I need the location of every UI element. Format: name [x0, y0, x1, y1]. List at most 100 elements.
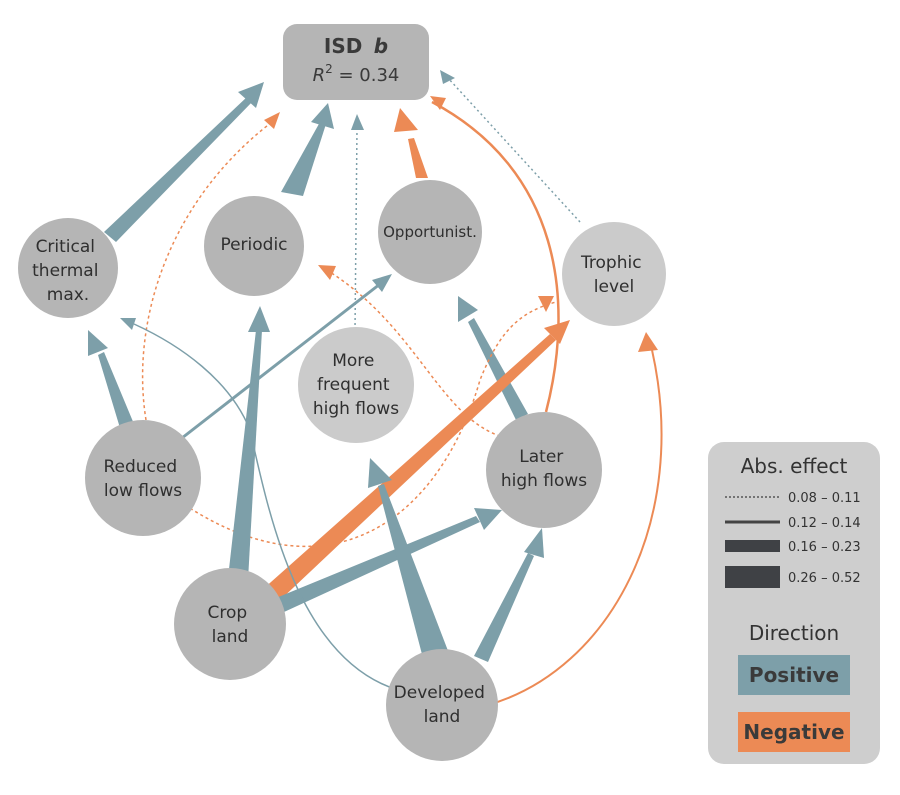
nodes-layer: ISD b R2 = 0.34 Critical thermal max. Pe… [18, 24, 666, 761]
node-opportunist: Opportunist. [378, 180, 482, 284]
isd-r2-text: R2 = 0.34 [313, 62, 400, 86]
legend-effect-item-2: 0.12 – 0.14 [788, 516, 861, 531]
edge-reduced-low-to-critical [98, 352, 134, 428]
arrowhead-later-high-to-trophic [538, 296, 554, 312]
periodic-line-1: Periodic [220, 235, 287, 255]
arrowhead-more-frequent-to-isd [351, 114, 364, 130]
legend-effect-item-4: 0.26 – 0.52 [788, 571, 861, 586]
node-opportunist-label: Opportunist. [383, 223, 477, 241]
arrowhead-reduced-low-to-isd [264, 112, 280, 129]
crop-line-2: land [212, 627, 249, 647]
isd-response-box: ISD b R2 = 0.34 [283, 24, 429, 100]
edge-developed-to-trophic [487, 349, 663, 706]
legend-direction-title: Direction [749, 621, 839, 645]
node-later-high-circle [486, 412, 602, 528]
later-high-line-1: Later [519, 447, 563, 467]
node-developed-label: Developed land [394, 683, 491, 727]
isd-title: ISD b [324, 34, 388, 58]
edge-more-frequent-to-isd [354, 127, 358, 331]
legend-effect-item-1: 0.08 – 0.11 [788, 491, 861, 506]
node-later-high-flows: Later high flows [486, 412, 602, 528]
crop-line-1: Crop [207, 603, 247, 623]
edge-later-high-to-isd [431, 100, 560, 413]
legend-effect-item-3: 0.16 – 0.23 [788, 540, 861, 555]
node-trophic-level: Trophic level [562, 222, 666, 326]
arrowhead-crop-to-trophic [544, 320, 570, 344]
edge-later-high-to-opportunist [468, 318, 528, 420]
legend-negative-label: Negative [743, 720, 844, 744]
edge-reduced-low-to-trophic [184, 301, 557, 547]
node-crop-circle [174, 568, 286, 680]
node-reduced-low-flows: Reduced low flows [85, 420, 201, 536]
arrowhead-developed-to-later-high [524, 528, 544, 558]
node-more-frequent-circle [298, 327, 414, 443]
more-frequent-line-1: More [332, 351, 374, 371]
node-periodic-label: Periodic [220, 235, 287, 255]
arrowhead-later-high-to-isd [430, 96, 446, 110]
more-frequent-line-2: frequent [317, 375, 390, 395]
critical-line-3: max. [47, 285, 89, 305]
arrowhead-reduced-low-to-opportunist [372, 274, 392, 292]
edge-reduced-low-to-opportunist [181, 282, 381, 440]
node-reduced-low-label: Reduced low flows [103, 457, 182, 501]
node-reduced-low-circle [85, 420, 201, 536]
legend-panel: Abs. effect 0.08 – 0.11 0.12 – 0.14 0.16… [708, 442, 880, 764]
edge-developed-to-later-high [474, 553, 534, 662]
arrowhead-trophic-to-isd [440, 70, 455, 84]
node-developed-circle [386, 649, 498, 761]
node-later-high-label: Later high flows [501, 447, 587, 491]
edge-reduced-low-to-isd [141, 121, 273, 421]
arrowhead-critical-to-isd [238, 82, 264, 108]
legend-bar-medium [725, 540, 780, 552]
edge-crop-to-periodic [228, 330, 262, 580]
edge-later-high-to-periodic [329, 271, 507, 439]
arrowhead-reduced-low-to-critical [88, 330, 108, 356]
node-more-frequent-label: More frequent high flows [313, 351, 399, 419]
node-trophic-circle [562, 222, 666, 326]
legend-positive-label: Positive [749, 663, 839, 687]
arrowhead-periodic-to-isd [311, 103, 334, 129]
trophic-line-2: level [594, 277, 634, 297]
node-developed-land: Developed land [386, 649, 498, 761]
node-more-frequent-high-flows: More frequent high flows [298, 327, 414, 443]
opportunist-line-1: Opportunist. [383, 223, 477, 241]
legend-effect-title: Abs. effect [741, 454, 848, 478]
edge-developed-to-more-frequent [378, 484, 450, 662]
legend-negative-swatch [738, 712, 850, 752]
critical-line-2: thermal [32, 261, 98, 281]
arrowhead-developed-to-trophic [638, 332, 658, 352]
arrowhead-opportunist-to-isd [394, 108, 418, 132]
node-critical-label: Critical thermal max. [32, 237, 104, 305]
edge-opportunist-to-isd [408, 138, 428, 178]
node-critical-thermal-max: Critical thermal max. [18, 218, 118, 318]
node-periodic-circle [204, 196, 304, 296]
arrowhead-later-high-to-periodic [318, 265, 336, 280]
isd-box-shape [283, 24, 429, 100]
r2-power: 2 [325, 62, 333, 76]
later-high-line-2: high flows [501, 471, 587, 491]
node-opportunist-circle [378, 180, 482, 284]
node-crop-land: Crop land [174, 568, 286, 680]
isd-title-italic: b [374, 34, 388, 58]
edge-critical-to-isd [104, 96, 254, 242]
developed-line-1: Developed [394, 683, 485, 703]
r2-value: = 0.34 [333, 65, 400, 86]
node-crop-label: Crop land [207, 603, 252, 647]
r2-symbol: R [313, 65, 326, 86]
node-trophic-label: Trophic level [580, 253, 647, 297]
arrowhead-later-high-to-opportunist [458, 296, 478, 322]
arrowhead-crop-to-periodic [248, 306, 270, 332]
trophic-line-1: Trophic [580, 253, 642, 273]
edge-developed-to-critical [133, 323, 399, 691]
edge-periodic-to-isd [281, 122, 326, 196]
edge-crop-to-trophic [262, 334, 556, 604]
reduced-low-line-1: Reduced [103, 457, 177, 477]
developed-line-2: land [424, 707, 461, 727]
more-frequent-line-3: high flows [313, 399, 399, 419]
arrowhead-crop-to-later-high [474, 508, 502, 530]
legend-bar-thick [725, 566, 780, 588]
arrowhead-developed-to-more-frequent [368, 458, 392, 488]
reduced-low-line-2: low flows [104, 481, 182, 501]
node-periodic: Periodic [204, 196, 304, 296]
